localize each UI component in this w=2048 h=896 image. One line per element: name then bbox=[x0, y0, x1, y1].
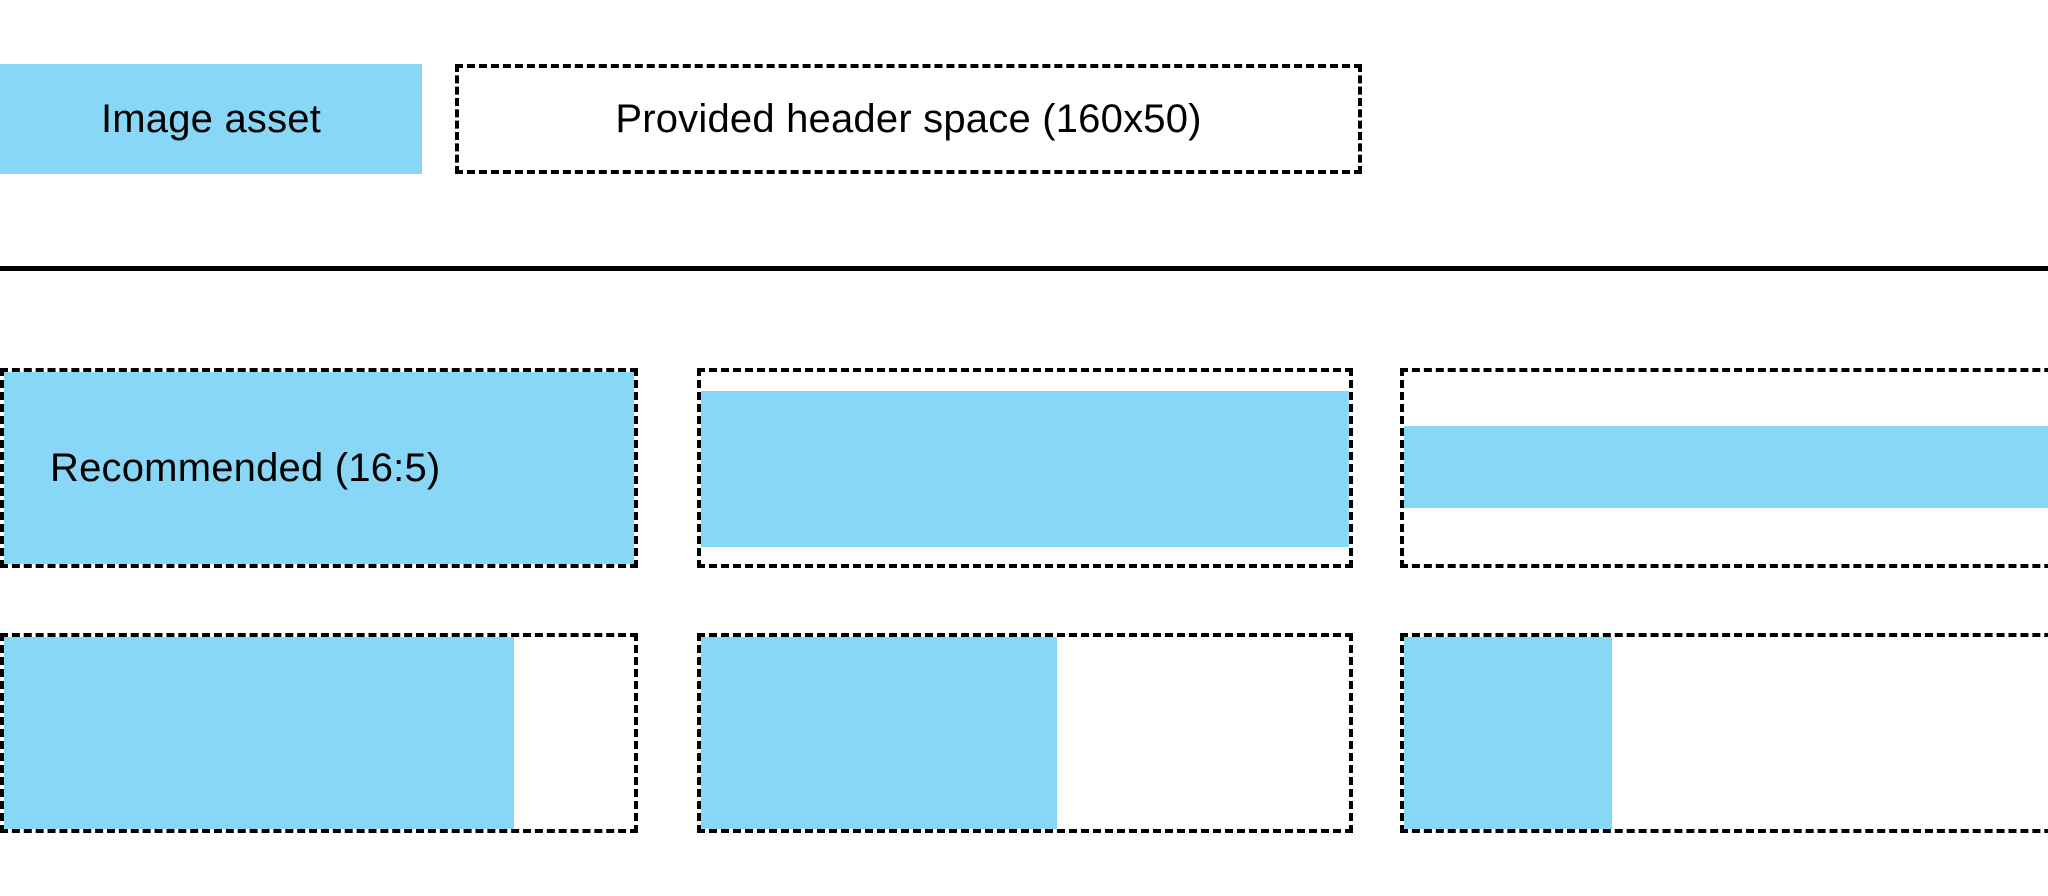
image-asset-label: Image asset bbox=[100, 97, 322, 141]
aspect-ratio-grid: Recommended (16:5) bbox=[0, 368, 2048, 833]
recommended-label: Recommended (16:5) bbox=[50, 446, 441, 490]
section-divider bbox=[0, 266, 2048, 271]
ratio-cell-partial-wide bbox=[0, 633, 638, 833]
ratio-row-2 bbox=[0, 633, 2048, 833]
provided-header-space-box: Provided header space (160x50) bbox=[455, 64, 1362, 174]
ratio-cell-wide-band bbox=[1400, 368, 2048, 568]
asset-fill bbox=[1404, 425, 2048, 509]
ratio-row-1: Recommended (16:5) bbox=[0, 368, 2048, 568]
ratio-cell-recommended: Recommended (16:5) bbox=[0, 368, 638, 568]
ratio-cell-wide-inset bbox=[697, 368, 1353, 568]
asset-fill bbox=[701, 637, 1058, 829]
asset-fill bbox=[701, 391, 1349, 547]
asset-fill bbox=[4, 637, 515, 829]
header-row: Image asset Provided header space (160x5… bbox=[0, 64, 2048, 174]
asset-fill bbox=[1404, 637, 1612, 829]
ratio-cell-partial-medium bbox=[697, 633, 1353, 833]
ratio-cell-partial-narrow bbox=[1400, 633, 2048, 833]
provided-header-space-label: Provided header space (160x50) bbox=[615, 97, 1202, 141]
image-asset-swatch: Image asset bbox=[0, 64, 422, 174]
asset-fill bbox=[4, 372, 634, 564]
